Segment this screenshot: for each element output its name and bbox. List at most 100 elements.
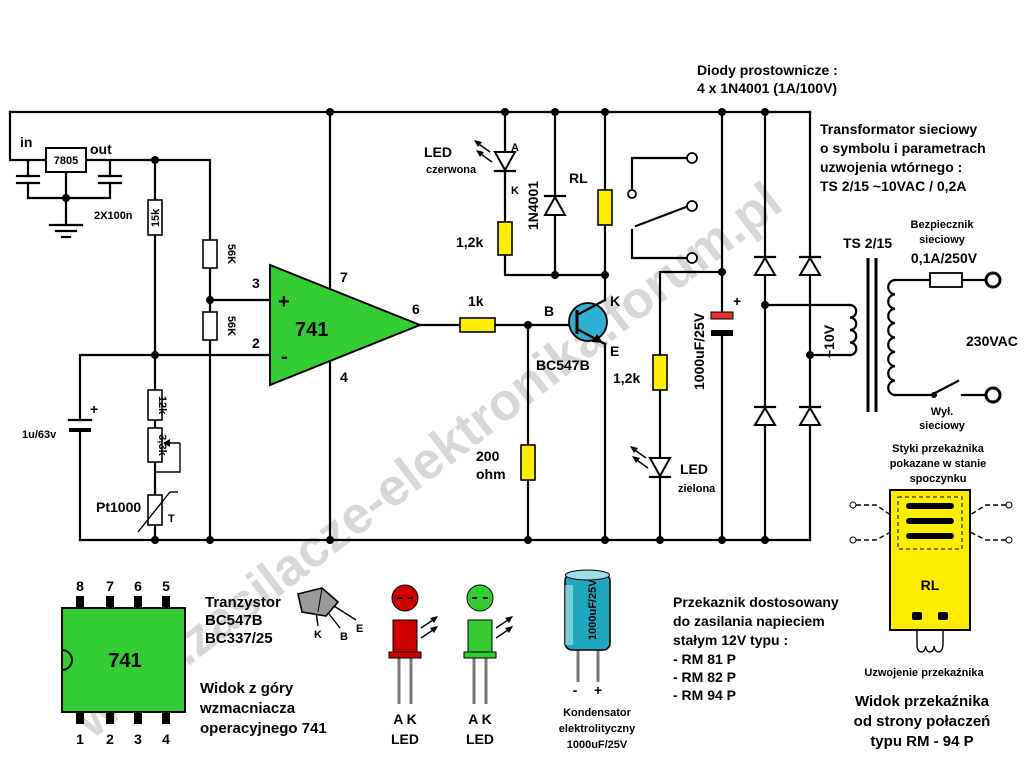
led-green-label: LED	[680, 461, 708, 477]
relay-view-label: RL	[921, 577, 940, 593]
fuse	[929, 272, 963, 288]
wiring-bridge	[763, 110, 852, 542]
relay-contact-leads	[856, 504, 1006, 541]
led-green-icon	[463, 584, 513, 704]
ic-pin-5: 5	[162, 578, 170, 594]
regulator-label: 7805	[54, 155, 78, 167]
transformer-primary-coil	[887, 278, 897, 397]
relay-contact-area	[897, 496, 963, 550]
opamp-name: 741	[295, 319, 328, 341]
ic-pin-8: 8	[76, 578, 84, 594]
transistor-pin-k: K	[314, 629, 322, 641]
wiper-arrow-icon	[163, 439, 170, 447]
ic-notch	[61, 649, 73, 671]
sensor-t-label: T	[168, 513, 175, 525]
transistor-pin-b: B	[340, 631, 348, 643]
capacitor-view-body-text: 1000uF/25V	[587, 579, 599, 640]
regulator-7805	[45, 147, 87, 173]
capacitor-caption-line2: elektrolityczny	[559, 723, 636, 735]
capacitor-1000u-plus-plate	[710, 311, 734, 320]
ic-caption-line1: Widok z góry	[200, 680, 294, 697]
fuse-title-line1: Bezpiecznik	[911, 219, 975, 231]
capacitor-1u	[67, 418, 93, 432]
led-red-color: czerwona	[426, 164, 477, 176]
ic-741-body	[61, 607, 186, 713]
transistor-name: BC547B	[536, 357, 590, 373]
switch-label-line1: Wył.	[931, 406, 953, 418]
fuse-title-line2: sieciowy	[919, 234, 966, 246]
led-green-view-label: LED	[466, 731, 494, 747]
resistor-1k-label: 1k	[468, 293, 484, 309]
led-red-anode: A	[511, 142, 519, 154]
relay-types-line1: Przekaznik dostosowany	[673, 594, 839, 610]
emitter-arrow-icon	[592, 334, 603, 343]
capacitor-1000u-label: 1000uF/25V	[691, 312, 707, 390]
transformer-secondary-label: ~10V	[821, 324, 837, 358]
wiring-rails	[8, 110, 812, 542]
transformer-secondary-coil	[848, 303, 858, 357]
diode-1n4001-symbol	[543, 194, 567, 216]
relay-types-line4: - RM 81 P	[673, 651, 736, 667]
transistor-collector	[575, 298, 607, 317]
wiring-filter	[658, 110, 724, 542]
potentiometer-3-3k	[147, 427, 163, 463]
resistor-12k-label: 12k	[156, 396, 168, 415]
relay-view-caption-line2: od strony połaczeń	[854, 713, 991, 730]
opamp-pin7: 7	[340, 269, 348, 285]
opamp-minus: -	[281, 346, 288, 368]
ground-icon	[48, 223, 84, 239]
relay-view-caption-line3: typu RM - 94 P	[870, 733, 973, 750]
transistor-b-label: B	[544, 303, 554, 319]
ic-label: 741	[108, 650, 141, 672]
relay-coil	[597, 189, 613, 226]
led-green-view-pins: A K	[468, 711, 492, 727]
resistor-1k	[459, 317, 496, 333]
relay-lead-ends	[849, 501, 1013, 544]
capacitor-caption-line3: 1000uF/25V	[567, 739, 628, 751]
resistor-1-2k-green	[652, 354, 668, 391]
switch-label-line2: sieciowy	[919, 420, 966, 432]
led-red-cathode: K	[511, 185, 519, 197]
regulator-capacitors	[15, 174, 123, 185]
led-green-color: zielona	[678, 483, 716, 495]
resistor-200-unit: ohm	[476, 466, 506, 482]
ic-caption-line3: operacyjnego 741	[200, 720, 327, 737]
wiring-relay-branch	[503, 110, 607, 277]
opamp-pin2: 2	[252, 335, 260, 351]
relay-contacts	[627, 152, 698, 264]
led-red-icon	[388, 584, 438, 704]
sensor-label: Pt1000	[96, 499, 141, 515]
relay-types-line6: - RM 94 P	[673, 687, 736, 703]
relay-pins	[906, 503, 954, 620]
potentiometer-3-3k-label: 3,3k	[156, 434, 168, 456]
rectifier-note-line1: Diody prostownicze :	[697, 62, 838, 78]
opamp-plus: +	[278, 291, 290, 313]
transformer-note-line3: uzwojenia wtórnego :	[820, 159, 962, 175]
relay-types-line5: - RM 82 P	[673, 669, 736, 685]
rectifier-note-line2: 4 x 1N4001 (1A/100V)	[697, 80, 837, 96]
mains-switch	[931, 379, 960, 398]
mains-voltage-label: 230VAC	[966, 333, 1018, 349]
resistor-1-2k-red	[497, 221, 513, 256]
regulator-in-label: in	[20, 134, 32, 150]
relay-contacts-note-line2: pokazane w stanie	[890, 458, 987, 470]
relay-coil-caption: Uzwojenie przekaźnika	[864, 667, 984, 679]
resistor-15k	[147, 199, 163, 236]
transformer-note-line2: o symbolu i parametrach	[820, 140, 986, 156]
regulator-caps-label: 2X100n	[94, 210, 133, 222]
mains-terminal-top	[984, 271, 1002, 289]
capacitor-1u-label: 1u/63v	[22, 429, 57, 441]
capacitor-1000u-plus: +	[733, 293, 741, 309]
led-red-view-pins: A K	[393, 711, 417, 727]
mains-terminal-bottom	[984, 386, 1002, 404]
ic-pins	[76, 596, 170, 724]
capacitor-1u-plus: +	[90, 401, 98, 417]
transistor-k-label: K	[610, 293, 620, 309]
led-red-view-label: LED	[391, 731, 419, 747]
opamp-pin4: 4	[340, 369, 348, 385]
wiring-mains	[893, 278, 988, 397]
diode-1n4001-label: 1N4001	[525, 181, 541, 230]
ic-pin-4: 4	[162, 731, 170, 747]
regulator-out-label: out	[90, 141, 112, 157]
